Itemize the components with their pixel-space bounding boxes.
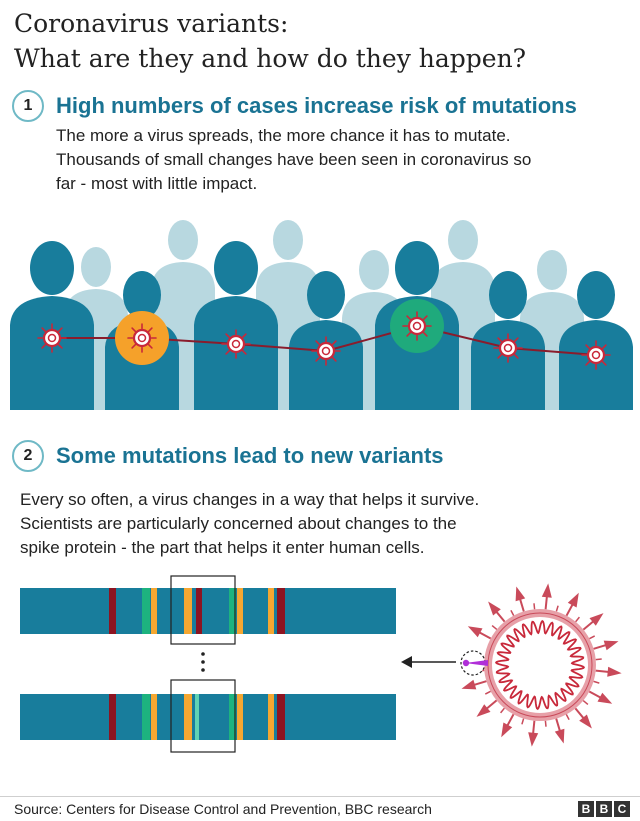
spike-proteins [461,583,622,747]
spike-tip [501,722,513,738]
spike-tip [554,728,565,744]
step-1-number: 1 [23,97,33,114]
spike-tip [461,679,477,690]
original-mutation-box [170,575,236,645]
virus-icon [220,328,252,360]
envelope-tick [589,635,596,640]
envelope-tick [555,605,559,612]
step-2-body-line: Scientists are particularly concerned ab… [20,514,457,533]
envelope-tick [533,603,536,610]
source-credit: Source: Centers for Disease Control and … [14,801,432,817]
envelope-tick [510,609,515,616]
envelope-tick [521,718,525,725]
envelope-tick [593,680,600,684]
spike-tip [579,714,592,729]
title-line-1: Coronavirus variants: [14,9,289,38]
spike-tip [589,613,604,626]
virus-icon [126,322,158,354]
step-2-number: 2 [23,447,33,464]
bbc-logo-letter: B [578,801,594,817]
envelope-tick [582,700,589,705]
spike-tip [603,640,619,651]
envelope-tick [565,714,570,721]
step-2-body: Every so often, a virus changes in a way… [20,488,620,560]
virus-icon [580,339,612,371]
virus-icon [492,332,524,364]
envelope-tick [575,616,580,623]
spike-tip [528,732,539,747]
step-1-body: The more a virus spreads, the more chanc… [56,124,631,196]
spike-tip [488,601,501,616]
ellipsis-dots [201,652,205,672]
coronavirus-icon [460,583,622,747]
step-2-number-badge: 2 [12,440,44,472]
original-genome-strip [20,588,396,634]
genome-diagram [20,575,456,753]
variant-genome-strip [20,694,396,740]
virus-icon [36,322,68,354]
page-title: Coronavirus variants: What are they and … [14,6,626,76]
envelope-tick [500,707,505,714]
envelope-tick [491,625,498,630]
envelope-tick [595,658,602,661]
highlighted-spike-icon [465,660,488,666]
step-1-number-badge: 1 [12,90,44,122]
step-2-body-line: Every so often, a virus changes in a way… [20,490,480,509]
virus-rna-coil [494,619,586,711]
virus-icon [310,335,342,367]
step-2-heading: Some mutations lead to new variants [56,443,444,468]
title-line-2: What are they and how do they happen? [14,44,527,73]
step-2-body-line: spike protein - the part that helps it e… [20,538,425,557]
step-1-body-line: The more a virus spreads, the more chanc… [56,126,511,145]
spike-tip [597,692,613,704]
crowd-illustration [10,220,633,410]
spike-tip [515,586,526,602]
step-1-heading: High numbers of cases increase risk of m… [56,93,577,118]
footer-divider [0,796,640,797]
bbc-logo-letter: B [596,801,612,817]
left-arrow-icon [401,656,456,668]
step-1-body-line: far - most with little impact. [56,174,258,193]
spike-tip [476,704,491,717]
bbc-logo-letter: C [614,801,630,817]
virus-icon [401,310,433,342]
spike-tip [541,583,552,598]
variant-mutation-box [170,679,236,753]
envelope-tick [544,720,547,727]
spike-tip [567,592,579,608]
spike-tip [467,626,483,638]
envelope-tick [484,690,491,695]
bbc-logo: B B C [578,801,630,817]
spike-tip [607,666,622,677]
step-1-body-line: Thousands of small changes have been see… [56,150,532,169]
